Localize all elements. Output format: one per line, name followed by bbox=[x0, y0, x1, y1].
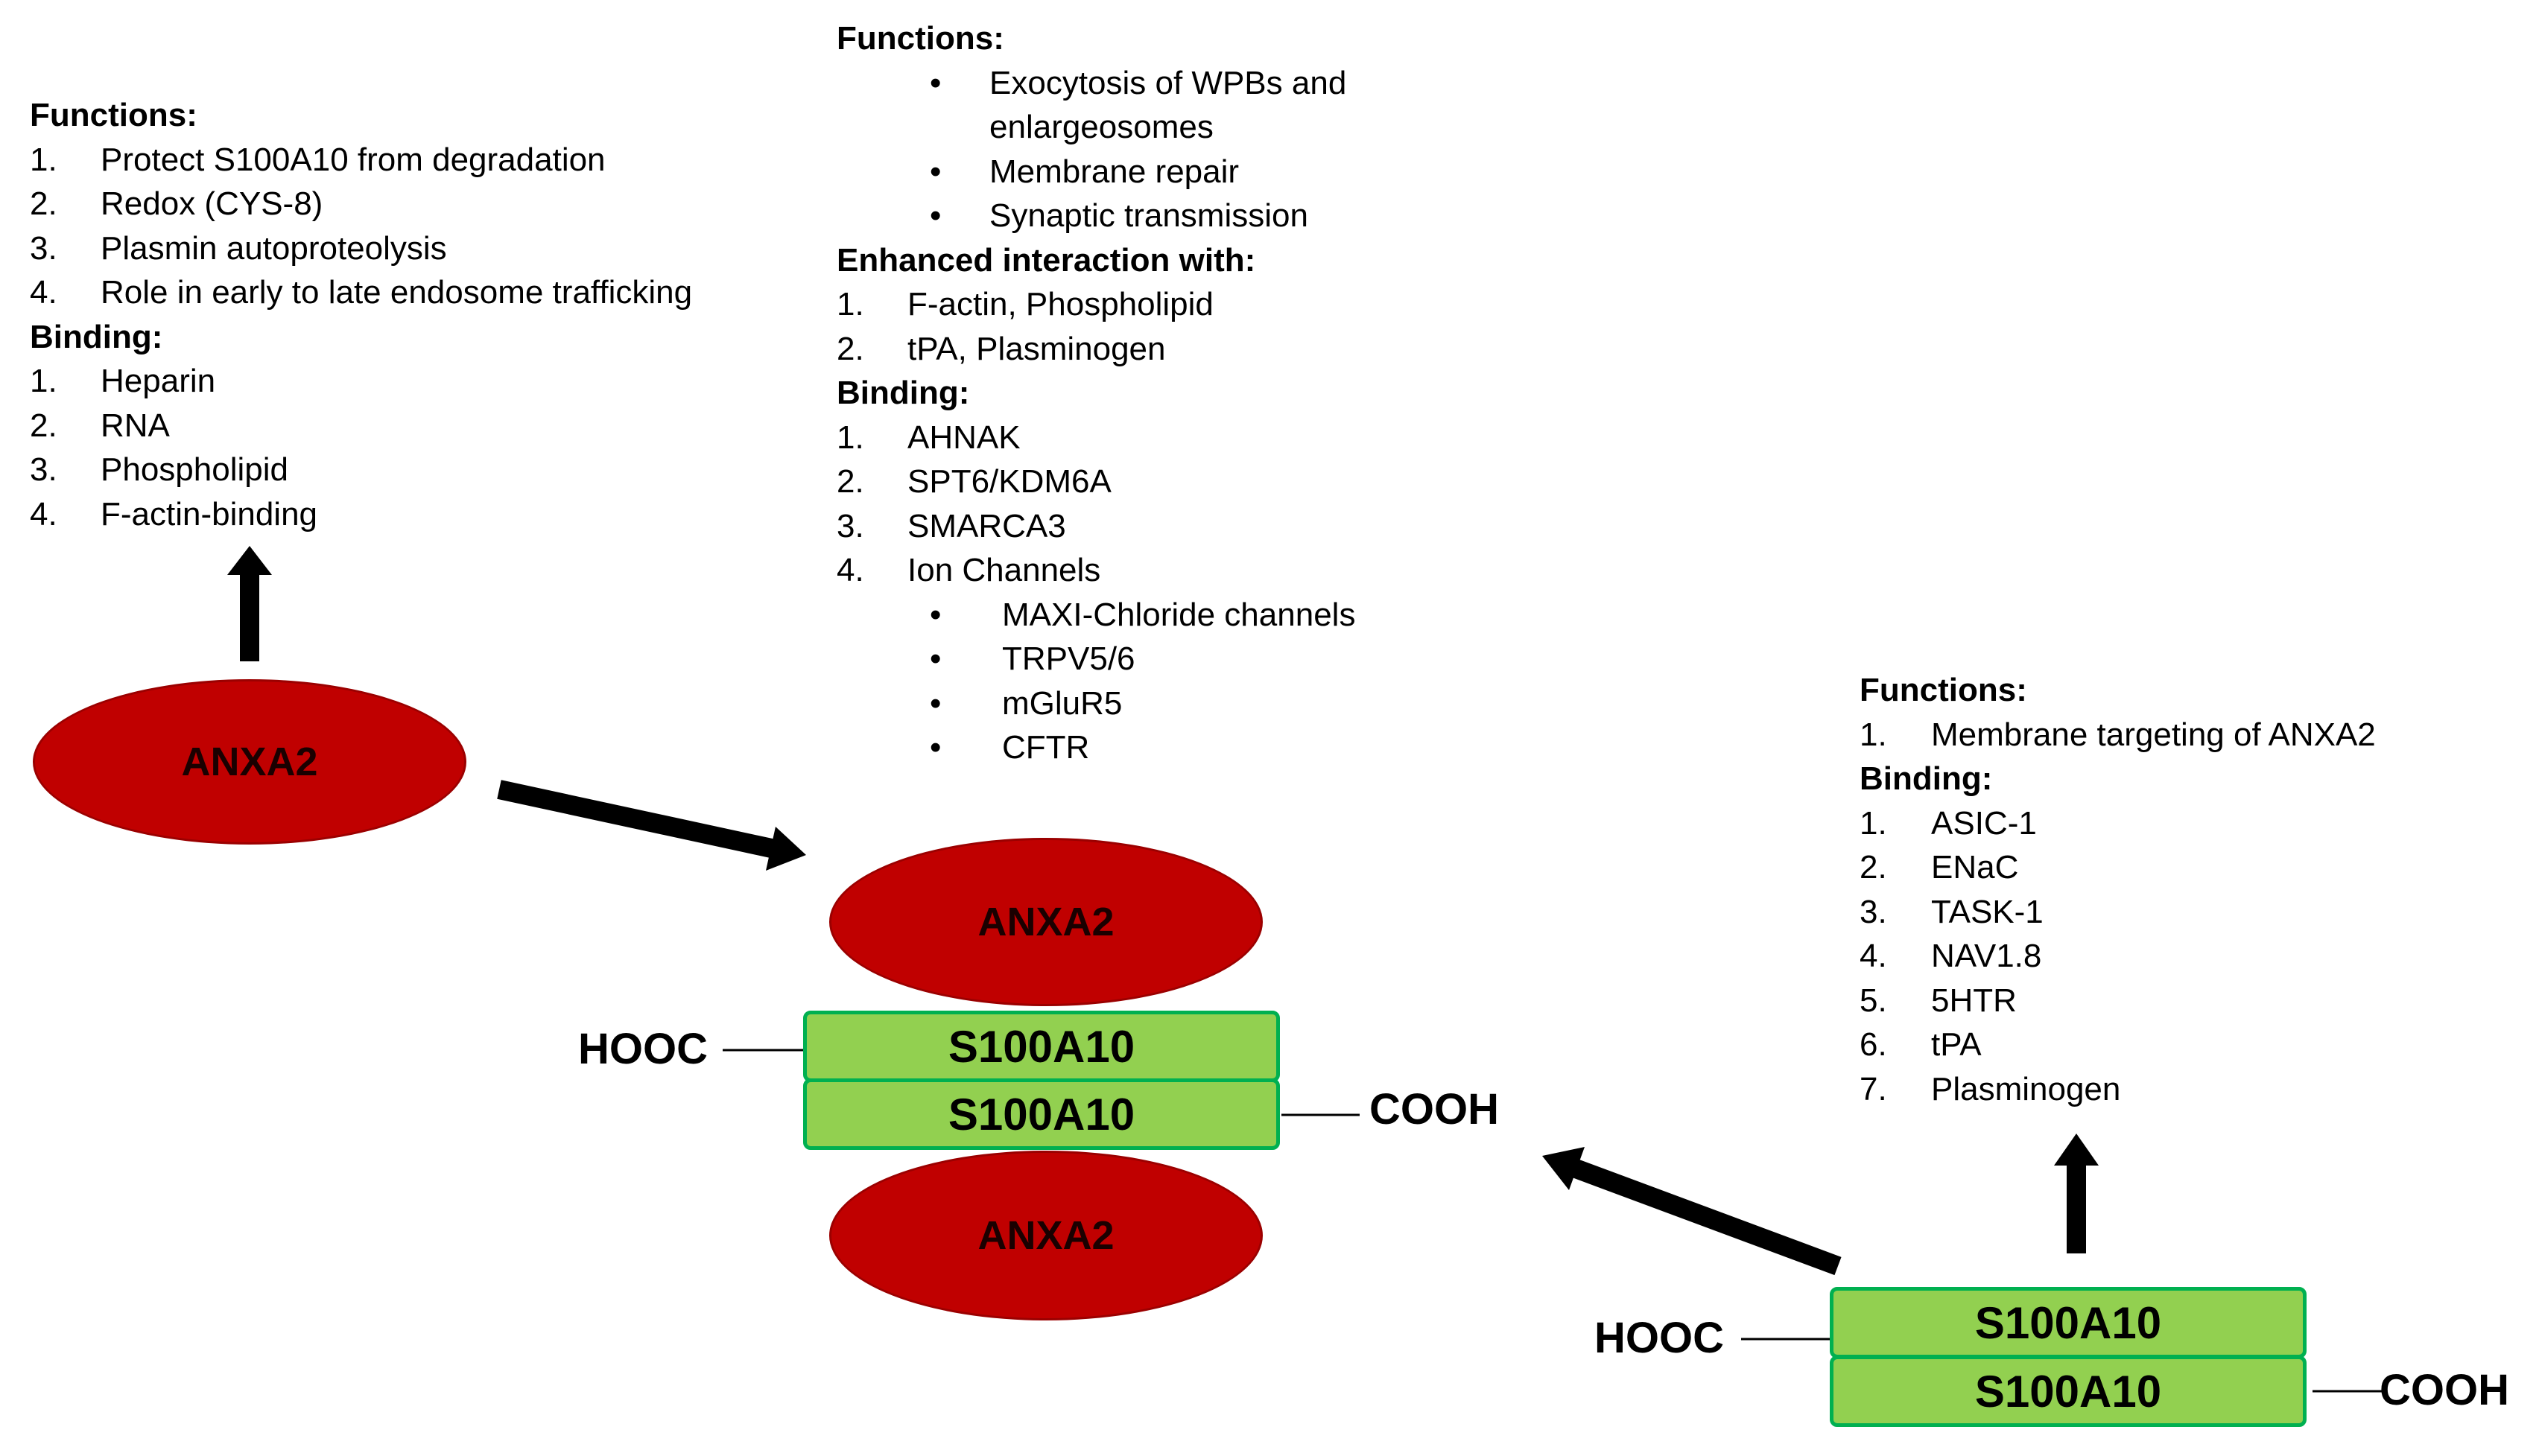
anxa2-annotation: Functions: 1.Protect S100A10 from degrad… bbox=[30, 93, 692, 536]
list-item: 1.F-actin, Phospholipid bbox=[837, 286, 1214, 322]
s100-binding-heading: Binding: bbox=[1860, 760, 1993, 797]
complex-s100a10-bottom: S100A10 bbox=[803, 1078, 1280, 1150]
dimer-s100a10-top: S100A10 bbox=[1830, 1287, 2307, 1358]
list-item: 2.Redox (CYS-8) bbox=[30, 185, 323, 222]
complex-binding-heading: Binding: bbox=[837, 375, 970, 411]
list-item: 2.RNA bbox=[30, 407, 170, 444]
list-item: 1.Protect S100A10 from degradation bbox=[30, 141, 606, 178]
arrow-up-s100-icon bbox=[2054, 1134, 2099, 1253]
list-item: 3.SMARCA3 bbox=[837, 507, 1066, 544]
bullet-item-continuation: enlargeosomes bbox=[989, 109, 1214, 145]
bullet-item: •CFTR bbox=[930, 729, 1090, 766]
anxa2-monomer: ANXA2 bbox=[33, 679, 466, 845]
complex-anxa2-top: ANXA2 bbox=[829, 838, 1263, 1006]
list-item: 1.ASIC-1 bbox=[1860, 804, 2037, 842]
list-item: 4.Role in early to late endosome traffic… bbox=[30, 274, 693, 311]
list-item: 2.SPT6/KDM6A bbox=[837, 463, 1112, 500]
complex-hooc-label: HOOC bbox=[578, 1025, 708, 1073]
arrow-dimer-to-complex-icon bbox=[1542, 1147, 1842, 1276]
list-item: 2.ENaC bbox=[1860, 849, 2019, 886]
complex-functions-heading: Functions: bbox=[837, 20, 1004, 57]
list-item: 3.Plasmin autoproteolysis bbox=[30, 229, 447, 267]
s100-functions-heading: Functions: bbox=[1860, 672, 2027, 708]
list-item: 4.NAV1.8 bbox=[1860, 938, 2042, 974]
list-item: 3.TASK-1 bbox=[1860, 893, 2044, 930]
dimer-hooc-label: HOOC bbox=[1594, 1314, 1724, 1362]
bullet-item: •Synaptic transmission bbox=[930, 197, 1308, 234]
list-item: 6.tPA bbox=[1860, 1026, 1982, 1063]
complex-s100a10-top: S100A10 bbox=[803, 1011, 1280, 1082]
list-item: 3.Phospholipid bbox=[30, 451, 288, 488]
anxa2-binding-heading: Binding: bbox=[30, 318, 163, 355]
complex-annotation: Functions: •Exocytosis of WPBs and enlar… bbox=[837, 16, 1355, 770]
complex-anxa2-bottom: ANXA2 bbox=[829, 1151, 1263, 1320]
bullet-item: •Membrane repair bbox=[930, 153, 1240, 190]
complex-enhanced-heading: Enhanced interaction with: bbox=[837, 241, 1256, 279]
dimer-s100a10-bottom: S100A10 bbox=[1830, 1355, 2307, 1427]
arrow-up-anxa2-icon bbox=[227, 546, 272, 661]
list-item: 1.Membrane targeting of ANXA2 bbox=[1860, 716, 2376, 753]
list-item: 2.tPA, Plasminogen bbox=[837, 330, 1166, 367]
bullet-item: •mGluR5 bbox=[930, 684, 1123, 722]
list-item: 4.Ion Channels bbox=[837, 552, 1101, 588]
list-item: 1.Heparin bbox=[30, 363, 216, 399]
s100-annotation: Functions: 1.Membrane targeting of ANXA2… bbox=[1860, 668, 2376, 1111]
list-item: 1.AHNAK bbox=[837, 419, 1021, 456]
complex-cooh-label: COOH bbox=[1369, 1085, 1499, 1134]
list-item: 4.F-actin-binding bbox=[30, 495, 318, 533]
arrow-anxa2-to-complex-icon bbox=[497, 780, 806, 871]
list-item: 7.Plasminogen bbox=[1860, 1070, 2121, 1107]
anxa2-functions-heading: Functions: bbox=[30, 97, 197, 133]
dimer-cooh-label: COOH bbox=[2380, 1366, 2509, 1414]
bullet-item: •MAXI-Chloride channels bbox=[930, 596, 1356, 633]
bullet-item: •TRPV5/6 bbox=[930, 640, 1135, 677]
list-item: 5.5HTR bbox=[1860, 982, 2017, 1019]
bullet-item: •Exocytosis of WPBs and bbox=[930, 64, 1347, 101]
